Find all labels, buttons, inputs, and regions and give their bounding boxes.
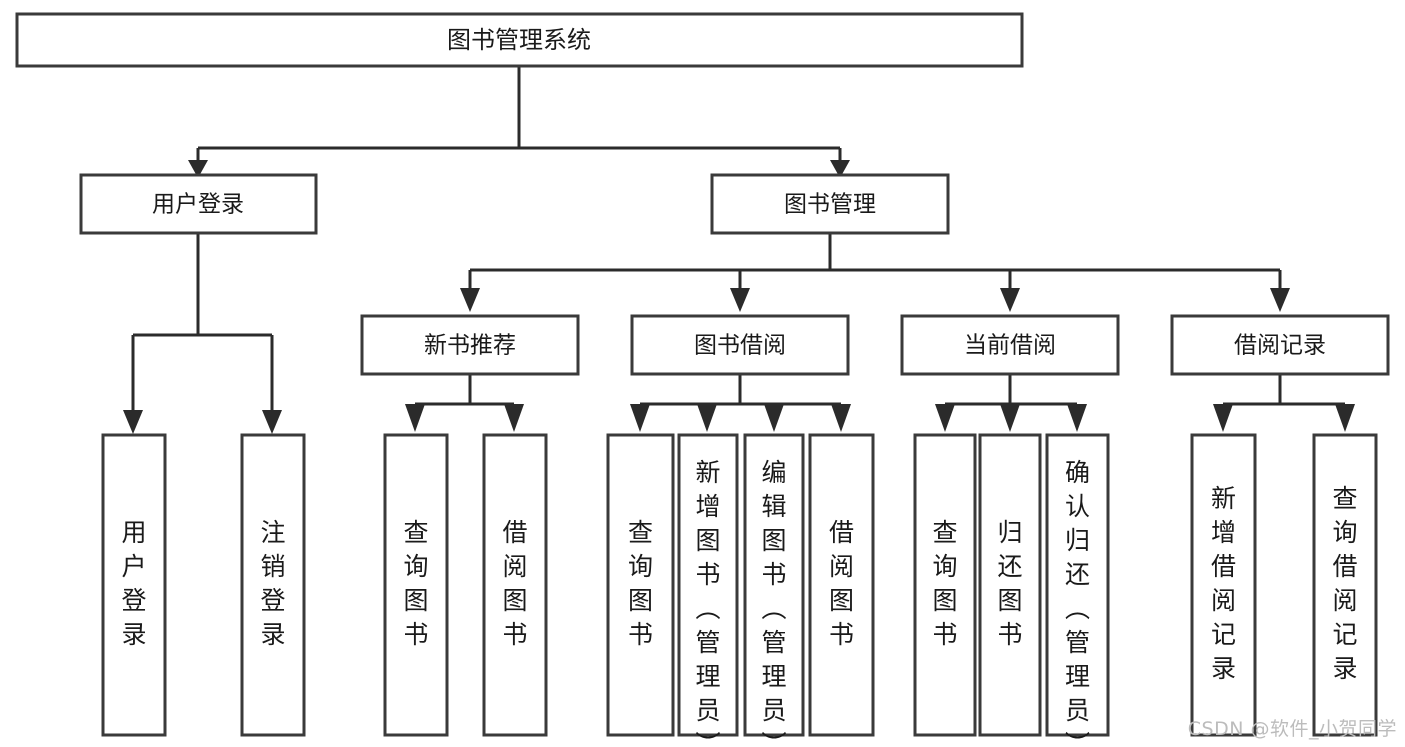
- arrow-head-leaf-user-login: [123, 410, 143, 434]
- leaf-node-label: 查询图书: [932, 518, 957, 649]
- leaf-node-label: 用户登录: [121, 518, 146, 649]
- node-root-book-management-system[interactable]: 图书管理系统: [15, 12, 1024, 68]
- leaf-node-label: 查询图书: [403, 518, 428, 649]
- arrow-head-leaf-borrow-book-1: [504, 404, 524, 432]
- arrow-head-borrow-records: [1270, 288, 1290, 312]
- leaf-node-label: 借阅图书: [502, 518, 527, 649]
- node-root-label: 图书管理系统: [447, 26, 591, 54]
- arrow-head-book-borrow: [730, 288, 750, 312]
- leaf-node-book-borrow-1[interactable]: 新增图书︵管理员︶: [677, 433, 739, 747]
- leaf-node-book-borrow-3[interactable]: 借阅图书: [808, 433, 875, 737]
- node-borrow-records-box: [1170, 314, 1390, 376]
- arrow-head-leaf-borrow-book-2: [831, 404, 851, 432]
- node-book-borrow-box: [630, 314, 850, 376]
- leaf-node-box: [101, 433, 167, 737]
- leaf-node-box: [808, 433, 875, 737]
- arrow-head-leaf-query-book-3: [935, 404, 955, 432]
- arrow-head-leaf-return-book: [1000, 404, 1020, 432]
- leaf-node-label: 新增图书︵管理员︶: [695, 458, 720, 747]
- node-user-login-label: 用户登录: [152, 192, 244, 218]
- leaf-node-label: 归还图书: [997, 518, 1022, 649]
- leaf-node-new-book-recommend-1[interactable]: 借阅图书: [482, 433, 548, 737]
- leaf-node-box: [677, 433, 739, 737]
- node-current-borrow-label: 当前借阅: [964, 333, 1056, 359]
- leaf-node-box: [1190, 433, 1257, 737]
- leaf-node-label: 新增借阅记录: [1211, 484, 1236, 683]
- node-book-borrow[interactable]: 图书借阅: [630, 314, 850, 376]
- connector-userlogin-to-leaves: [131, 233, 274, 410]
- connector-borrowrecords-to-leaves: [1221, 374, 1347, 412]
- arrow-head-user-login: [188, 160, 208, 178]
- leaf-node-current-borrow-0[interactable]: 查询图书: [913, 433, 977, 737]
- arrow-head-leaf-logout: [262, 410, 282, 434]
- node-user-login[interactable]: 用户登录: [79, 173, 318, 235]
- leaf-node-layer: 用户登录 注销登录 查询图书 借阅图书 查询图书 新增图书︵管理员︶ 编辑图书︵管理员︶ 借阅…: [101, 433, 1378, 747]
- leaf-node-user-login-1[interactable]: 注销登录: [240, 433, 306, 737]
- arrow-head-current-borrow: [1000, 288, 1020, 312]
- node-borrow-records-label: 借阅记录: [1234, 333, 1326, 359]
- arrow-head-leaf-edit-book: [764, 404, 784, 432]
- leaf-node-box: [1312, 433, 1378, 737]
- leaf-node-label: 查询图书: [628, 518, 653, 649]
- leaf-node-book-borrow-0[interactable]: 查询图书: [606, 433, 675, 737]
- leaf-node-label: 借阅图书: [829, 518, 854, 649]
- arrow-head-leaf-confirm-return: [1067, 404, 1087, 432]
- leaf-node-box: [606, 433, 675, 737]
- leaf-node-box: [482, 433, 548, 737]
- leaf-node-label: 注销登录: [260, 518, 285, 649]
- leaf-node-box: [1045, 433, 1110, 737]
- node-current-borrow-box: [900, 314, 1120, 376]
- node-book-management[interactable]: 图书管理: [710, 173, 950, 235]
- arrow-head-leaf-add-record: [1213, 404, 1233, 432]
- arrow-head-leaf-query-book-2: [630, 404, 650, 432]
- leaf-node-box: [913, 433, 977, 737]
- leaf-node-borrow-records-0[interactable]: 新增借阅记录: [1190, 433, 1257, 737]
- leaf-node-label: 查询借阅记录: [1332, 484, 1357, 683]
- connector-root-to-level2: [196, 66, 842, 160]
- leaf-node-borrow-records-1[interactable]: 查询借阅记录: [1312, 433, 1378, 737]
- leaf-node-box: [383, 433, 449, 737]
- arrow-head-book-manage: [830, 160, 850, 178]
- node-user-login-box: [79, 173, 318, 235]
- connector-bookborrow-to-leaves: [638, 374, 843, 412]
- node-book-management-box: [710, 173, 950, 235]
- leaf-node-box: [743, 433, 805, 737]
- node-root-box: [15, 12, 1024, 68]
- node-new-book-recommend-box: [360, 314, 580, 376]
- node-book-borrow-label: 图书借阅: [694, 333, 786, 359]
- leaf-node-label: 确认归还︵管理员︶: [1065, 458, 1090, 747]
- arrow-head-leaf-query-record: [1335, 404, 1355, 432]
- connector-layer: [123, 66, 1355, 434]
- leaf-node-box: [240, 433, 306, 737]
- node-new-book-recommend[interactable]: 新书推荐: [360, 314, 580, 376]
- leaf-node-book-borrow-2[interactable]: 编辑图书︵管理员︶: [743, 433, 805, 747]
- arrow-head-new-book-recommend: [460, 288, 480, 312]
- connector-newbook-to-leaves: [413, 374, 516, 412]
- arrow-head-leaf-query-book-1: [405, 404, 425, 432]
- leaf-node-current-borrow-2[interactable]: 确认归还︵管理员︶: [1045, 433, 1110, 747]
- connector-bookmanage-to-level3: [468, 233, 1282, 288]
- leaf-node-new-book-recommend-0[interactable]: 查询图书: [383, 433, 449, 737]
- node-new-book-recommend-label: 新书推荐: [424, 333, 516, 359]
- leaf-node-user-login-0[interactable]: 用户登录: [101, 433, 167, 737]
- leaf-node-label: 编辑图书︵管理员︶: [761, 458, 786, 747]
- arrow-head-leaf-add-book: [697, 404, 717, 432]
- leaf-node-box: [978, 433, 1042, 737]
- node-borrow-records[interactable]: 借阅记录: [1170, 314, 1390, 376]
- leaf-node-current-borrow-1[interactable]: 归还图书: [978, 433, 1042, 737]
- node-book-management-label: 图书管理: [784, 192, 876, 218]
- node-current-borrow[interactable]: 当前借阅: [900, 314, 1120, 376]
